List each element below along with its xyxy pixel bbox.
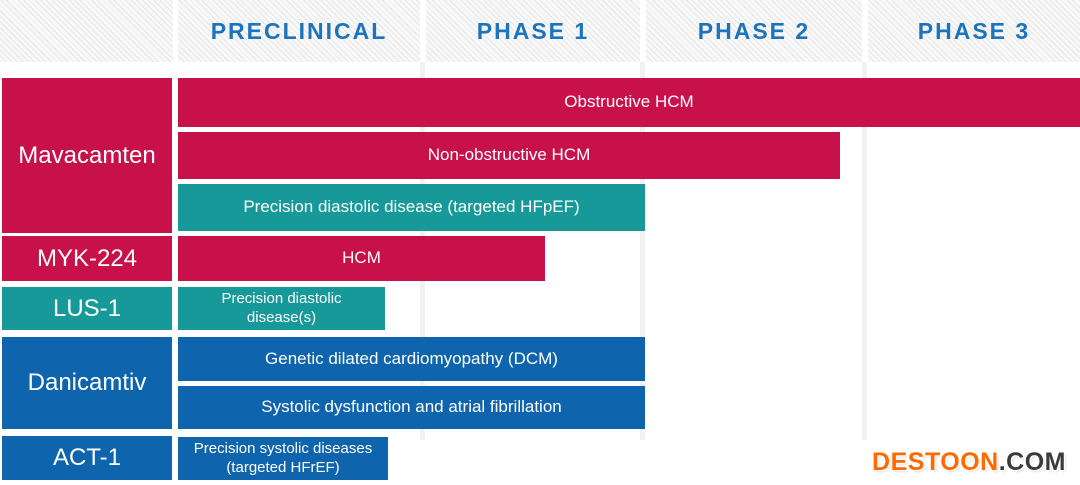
program-label-myk-224: MYK-224 [2,236,172,281]
pipeline-bar: Precision systolic diseases (targeted HF… [178,437,388,480]
bar-label: Precision diastolic disease(s) [221,289,342,326]
pipeline-bar: Non-obstructive HCM [178,132,840,179]
phase-divider-2 [640,62,645,440]
bar-label: Obstructive HCM [564,92,694,112]
pipeline-bar: Obstructive HCM [178,78,1080,127]
bar-label: Systolic dysfunction and atrial fibrilla… [261,397,562,417]
pipeline-bar: Genetic dilated cardiomyopathy (DCM) [178,337,645,381]
header-cell-phase-3: PHASE 3 [868,0,1080,62]
header-cell-blank [0,0,173,62]
program-label-lus-1: LUS-1 [2,287,172,330]
bar-label: Genetic dilated cardiomyopathy (DCM) [265,348,558,368]
watermark-destoon: DESTOON.COM [872,448,1066,477]
bar-label: Precision systolic diseases (targeted HF… [193,439,373,476]
bar-label: Precision diastolic disease (targeted HF… [243,197,580,217]
bar-label: Non-obstructive HCM [427,145,591,165]
header-label-phase-1: PHASE 1 [476,17,590,44]
watermark-suffix: .COM [998,448,1066,476]
watermark-brand: DESTOON [872,448,999,476]
pipeline-bar: HCM [178,236,545,281]
header-label-phase-2: PHASE 2 [697,17,811,44]
pipeline-bar: Precision diastolic disease (targeted HF… [178,184,645,231]
pipeline-bar: Systolic dysfunction and atrial fibrilla… [178,386,645,429]
header-cell-preclinical: PRECLINICAL [178,0,420,62]
header-cell-phase-2: PHASE 2 [646,0,862,62]
phase-divider-3 [862,62,867,440]
bar-label: HCM [342,248,381,268]
program-label-danicamtiv: Danicamtiv [2,337,172,429]
program-label-mavacamten: Mavacamten [2,78,172,233]
header-cell-phase-1: PHASE 1 [426,0,640,62]
pipeline-bar: Precision diastolic disease(s) [178,287,385,330]
header-label-phase-3: PHASE 3 [917,17,1031,44]
header-label-preclinical: PRECLINICAL [210,17,388,44]
program-label-act-1: ACT-1 [2,436,172,480]
